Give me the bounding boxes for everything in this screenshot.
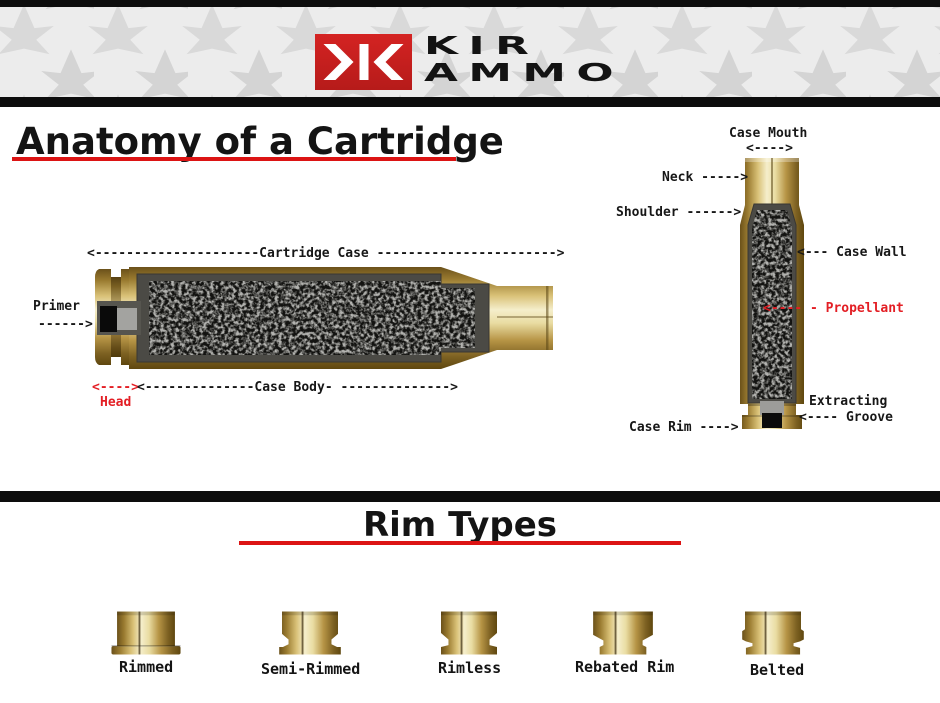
top-black-strip (0, 0, 940, 7)
cartridge-horizontal-figure (95, 267, 553, 369)
brand-line2: AMMO (424, 58, 625, 87)
label-case-mouth: Case Mouth (729, 126, 808, 141)
cartridge-vertical-figure (740, 158, 804, 429)
rim-figure-rebated-rim (593, 611, 653, 655)
label-case-body: <--------------Case Body- --------------… (137, 380, 458, 395)
kir-double-chevron-k-icon (323, 44, 404, 80)
label-head-arrow: <----> (92, 380, 139, 395)
rim-figure-rimless (441, 611, 497, 655)
anatomy-title-underline (12, 157, 456, 161)
label-case-mouth-arrow: <----> (746, 141, 793, 156)
divider-bar-top (0, 97, 940, 107)
label-head: Head (100, 395, 132, 410)
label-primer: Primer (33, 299, 80, 314)
label-propellant: <---- - Propellant (763, 301, 904, 316)
rim-types-title: Rim Types (362, 505, 558, 545)
brand-logo-box (315, 34, 412, 90)
label-extracting-groove-arrow: <---- Groove (799, 410, 893, 425)
label-case-rim: Case Rim ----> (629, 420, 739, 435)
star-pattern (0, 7, 940, 97)
rim-label-semi-rimmed: Semi-Rimmed (261, 660, 361, 678)
rim-types-underline (239, 541, 681, 545)
label-neck: Neck -----> (662, 170, 749, 185)
rim-label-belted: Belted (750, 661, 805, 679)
rim-label-rimmed: Rimmed (119, 658, 174, 676)
rim-label-rebated-rim: Rebated Rim (575, 658, 675, 676)
brand-line1: KIR (424, 31, 540, 60)
label-cartridge-case: <---------------------Cartridge Case ---… (87, 246, 565, 261)
label-primer-arrow: ------> (38, 317, 93, 332)
anatomy-title: Anatomy of a Cartridge (16, 120, 504, 163)
label-case-wall: <--- Case Wall (797, 245, 907, 260)
rim-figure-belted (742, 611, 804, 655)
divider-bar-middle (0, 491, 940, 502)
rim-figure-rimmed (111, 611, 181, 655)
label-shoulder: Shoulder ------> (616, 205, 742, 220)
rim-figure-semi-rimmed (279, 611, 341, 655)
rim-label-rimless: Rimless (438, 659, 502, 677)
label-extracting: Extracting (809, 394, 888, 409)
